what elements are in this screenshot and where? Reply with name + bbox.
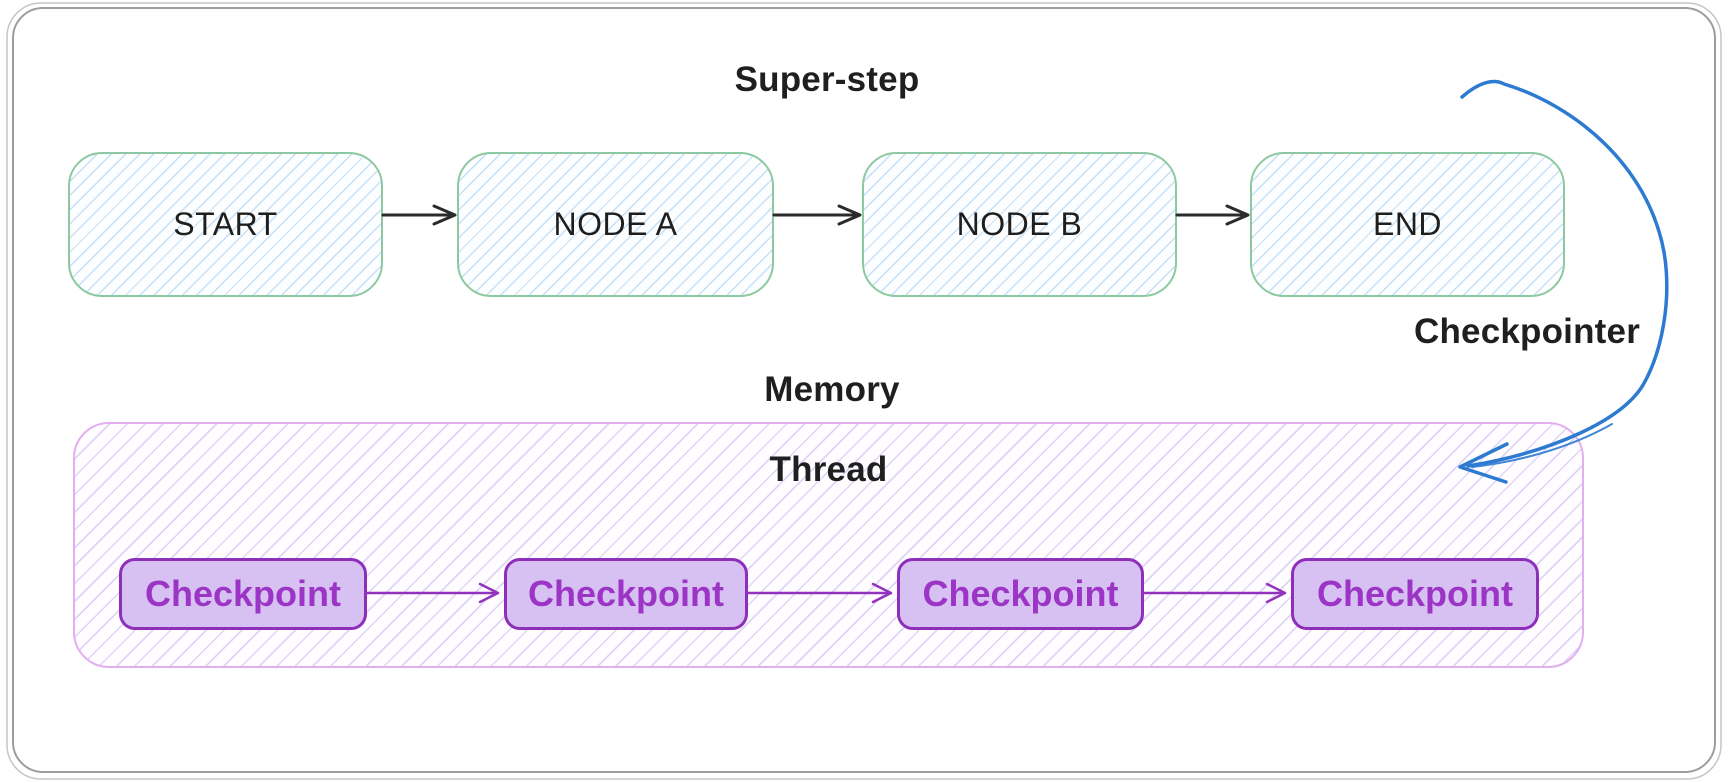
node-a: NODE A — [457, 152, 774, 297]
arrow-node-b-to-end-icon — [1175, 204, 1250, 226]
node-b: NODE B — [862, 152, 1177, 297]
node-start: START — [68, 152, 383, 297]
checkpointer-label: Checkpointer — [1413, 312, 1641, 351]
memory-label: Memory — [764, 370, 900, 409]
checkpoint-box: Checkpoint — [897, 558, 1144, 630]
arrow-start-to-node-a-icon — [381, 204, 457, 226]
thread-container: Thread Checkpoint Checkpoint Checkpoint … — [73, 422, 1584, 668]
checkpoint-box: Checkpoint — [119, 558, 367, 630]
arrow-node-a-to-node-b-icon — [772, 204, 862, 226]
checkpoint-box: Checkpoint — [504, 558, 748, 630]
thread-label: Thread — [769, 450, 888, 489]
node-end: END — [1250, 152, 1565, 297]
superstep-label: Super-step — [734, 60, 920, 99]
checkpoint-box: Checkpoint — [1291, 558, 1539, 630]
